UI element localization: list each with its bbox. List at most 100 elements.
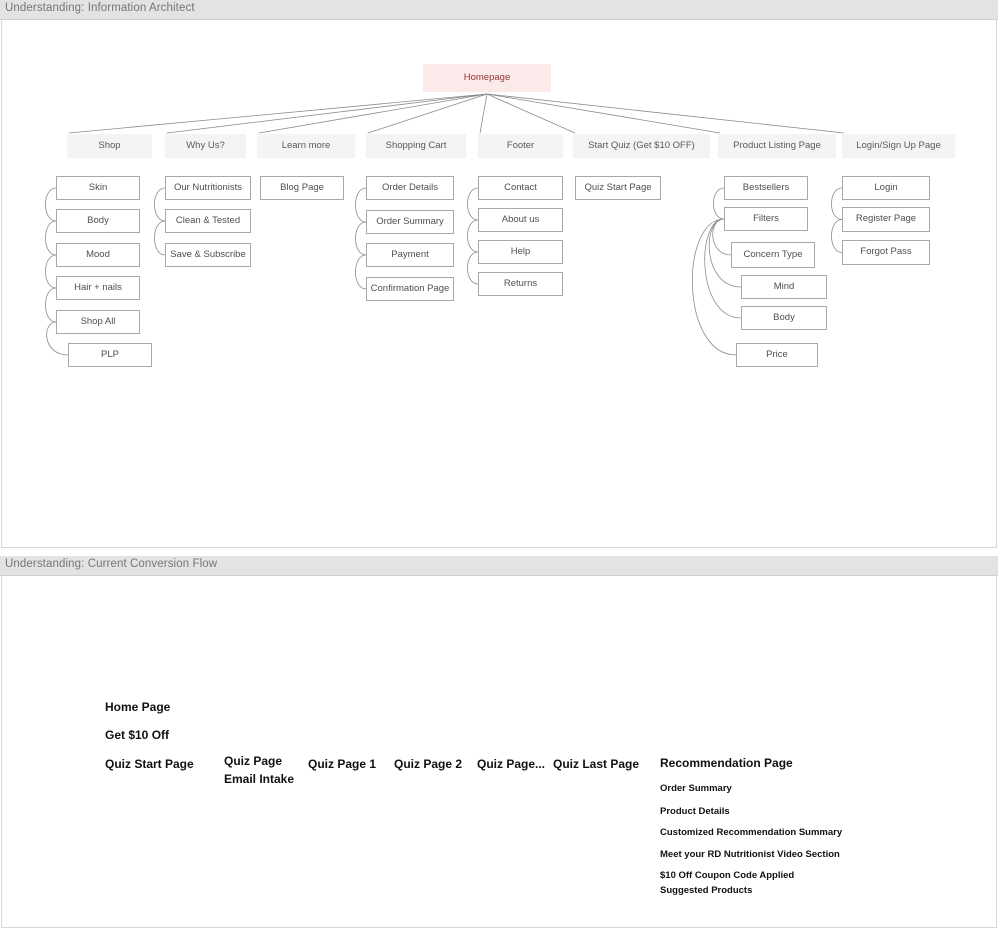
edge-homepage-to-start-quiz-get-10-off (486, 93, 576, 134)
node-label: PLP (101, 348, 119, 360)
ia-category-node-shopping-cart[interactable]: Shopping Cart (366, 134, 466, 158)
edge-homepage-to-login-sign-up-page (486, 93, 845, 134)
ia-root-node-homepage[interactable]: Homepage (423, 64, 551, 92)
edge-homepage-to-shop (68, 93, 488, 134)
ia-page-node-our-nutritionists[interactable]: Our Nutritionists (165, 176, 251, 200)
node-label: Register Page (855, 213, 917, 225)
ia-page-node-save-subscribe[interactable]: Save & Subscribe (165, 243, 251, 267)
section-title-flow: Understanding: Current Conversion Flow (5, 558, 218, 570)
node-label: Contact (504, 181, 537, 193)
node-label: Blog Page (280, 181, 324, 193)
section-header-flow: Understanding: Current Conversion Flow (0, 556, 998, 576)
ia-page-node-skin[interactable]: Skin (56, 176, 140, 200)
ia-page-node-hair-nails[interactable]: Hair + nails (56, 276, 140, 300)
ia-category-node-footer[interactable]: Footer (478, 134, 563, 158)
node-label: Our Nutritionists (173, 181, 243, 193)
node-label: Why Us? (186, 139, 225, 151)
ia-page-node-blog-page[interactable]: Blog Page (260, 176, 344, 200)
ia-page-node-about-us[interactable]: About us (478, 208, 563, 232)
ia-page-node-body[interactable]: Body (56, 209, 140, 233)
edge-shop-hair-nails-shop-all (45, 287, 57, 323)
edge-footer-contact-about-us (467, 187, 479, 221)
node-label: Hair + nails (74, 281, 122, 293)
ia-page-node-contact[interactable]: Contact (478, 176, 563, 200)
edge-why-clean-tested-save-subscribe (154, 220, 166, 256)
flow-step-quiz-start-page[interactable]: Quiz Start Page (105, 757, 194, 771)
ia-page-node-clean-tested[interactable]: Clean & Tested (165, 209, 251, 233)
edge-cart-order-details-order-summary (355, 187, 367, 223)
node-label: Mind (773, 280, 795, 292)
ia-page-node-order-summary[interactable]: Order Summary (366, 210, 454, 234)
flow-step-10-off-coupon-code-applied[interactable]: $10 Off Coupon Code Applied (660, 870, 795, 881)
ia-page-node-concern-type[interactable]: Concern Type (731, 242, 815, 268)
ia-category-node-start-quiz-get-10-off[interactable]: Start Quiz (Get $10 OFF) (573, 134, 710, 158)
node-label: Help (510, 245, 531, 257)
ia-category-node-login-sign-up-page[interactable]: Login/Sign Up Page (842, 134, 955, 158)
flow-step-quiz-page-2[interactable]: Quiz Page 2 (394, 757, 463, 771)
ia-page-node-body[interactable]: Body (741, 306, 827, 330)
edge-shop-skin-body (45, 187, 57, 222)
ia-page-node-quiz-start-page[interactable]: Quiz Start Page (575, 176, 661, 200)
edge-shop-body-mood (45, 220, 57, 256)
flow-step-order-summary[interactable]: Order Summary (660, 783, 732, 794)
flow-step-meet-your-rd-nutritionist-video-section[interactable]: Meet your RD Nutritionist Video Section (660, 849, 840, 860)
flow-step-home-page[interactable]: Home Page (105, 700, 171, 714)
ia-page-node-returns[interactable]: Returns (478, 272, 563, 296)
ia-page-node-bestsellers[interactable]: Bestsellers (724, 176, 808, 200)
flow-step-product-details[interactable]: Product Details (660, 806, 730, 817)
node-label: Learn more (281, 139, 331, 151)
node-label: Shop (98, 139, 121, 151)
flow-step-suggested-products[interactable]: Suggested Products (660, 885, 753, 896)
flow-step-quiz-page[interactable]: Quiz Page (224, 754, 283, 768)
node-label: Filters (753, 212, 779, 224)
edge-cart-order-summary-payment (355, 221, 367, 256)
node-label: Bestsellers (742, 181, 790, 193)
node-label: Skin (88, 181, 108, 193)
ia-page-node-forgot-pass[interactable]: Forgot Pass (842, 240, 930, 265)
flow-step-recommendation-page[interactable]: Recommendation Page (660, 756, 793, 770)
ia-page-node-order-details[interactable]: Order Details (366, 176, 454, 200)
flow-step-get-10-off[interactable]: Get $10 Off (105, 728, 170, 742)
flow-step-quiz-page[interactable]: Quiz Page... (477, 757, 546, 771)
node-label: Returns (503, 277, 538, 289)
ia-page-node-mood[interactable]: Mood (56, 243, 140, 267)
flow-step-quiz-last-page[interactable]: Quiz Last Page (553, 757, 640, 771)
ia-page-node-register-page[interactable]: Register Page (842, 207, 930, 232)
ia-page-node-help[interactable]: Help (478, 240, 563, 264)
ia-page-node-mind[interactable]: Mind (741, 275, 827, 299)
flow-step-email-intake[interactable]: Email Intake (224, 772, 295, 786)
edge-footer-help-returns (467, 251, 479, 285)
ia-page-node-shop-all[interactable]: Shop All (56, 310, 140, 334)
edge-login-login-register-page (831, 187, 843, 220)
ia-page-node-payment[interactable]: Payment (366, 243, 454, 267)
edge-plp-filters-body (704, 218, 742, 319)
node-label: Product Listing Page (733, 139, 821, 151)
ia-page-node-filters[interactable]: Filters (724, 207, 808, 231)
node-label: Clean & Tested (175, 214, 241, 226)
ia-category-node-learn-more[interactable]: Learn more (257, 134, 355, 158)
node-label: Order Summary (376, 215, 444, 227)
ia-category-node-product-listing-page[interactable]: Product Listing Page (718, 134, 836, 158)
edge-homepage-to-why-us (166, 93, 488, 134)
ia-page-node-price[interactable]: Price (736, 343, 818, 367)
ia-page-node-login[interactable]: Login (842, 176, 930, 200)
node-label: Login/Sign Up Page (856, 139, 941, 151)
ia-page-node-plp[interactable]: PLP (68, 343, 152, 367)
edge-cart-payment-confirmation-page (355, 254, 367, 290)
node-label: Forgot Pass (860, 246, 912, 258)
node-label: Payment (391, 248, 429, 260)
ia-category-node-why-us[interactable]: Why Us? (165, 134, 246, 158)
node-label: Save & Subscribe (170, 248, 246, 260)
flow-step-customized-recommendation-summary[interactable]: Customized Recommendation Summary (660, 827, 843, 838)
ia-category-node-shop[interactable]: Shop (67, 134, 152, 158)
flow-step-quiz-page-1[interactable]: Quiz Page 1 (308, 757, 377, 771)
edge-plp-filters-price (692, 218, 737, 356)
ia-page-node-confirmation-page[interactable]: Confirmation Page (366, 277, 454, 301)
node-label: Body (773, 311, 795, 323)
node-label: Confirmation Page (370, 282, 450, 294)
edge-homepage-to-shopping-cart (367, 93, 488, 134)
node-label: Footer (506, 139, 535, 151)
edge-why-our-nutritionists-clean-tested (154, 187, 166, 222)
